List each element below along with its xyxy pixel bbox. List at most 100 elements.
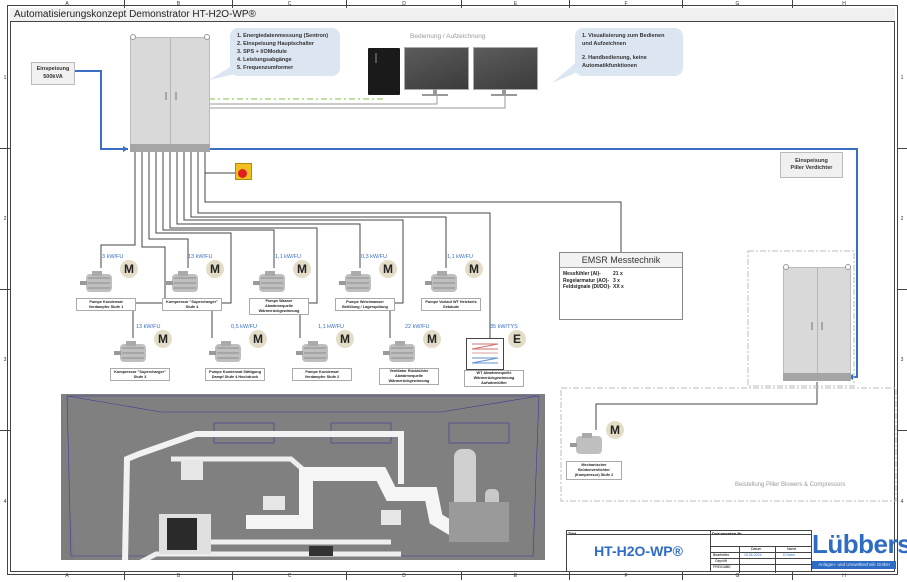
row-4: 4 xyxy=(900,498,904,505)
motor-symbol: M xyxy=(336,330,354,348)
monitor-2-icon xyxy=(473,47,538,90)
emsr-row: Regelarmatur (AO)-3 x xyxy=(560,278,682,285)
main-power-feed-line xyxy=(73,70,128,150)
door-handle-icon xyxy=(165,92,167,101)
power-rating: 22 kW/FU xyxy=(405,324,430,330)
consumer-label: Pumpe Kondensat Sättigung Dampf Stufe 4 … xyxy=(205,368,265,381)
cabinet-info-item: 1. Energiedatenmessung (Sentron) xyxy=(237,33,329,39)
emsr-row: Feldsignale (DI/DO)-XX x xyxy=(560,284,682,291)
motor-symbol: M xyxy=(293,260,311,278)
row-2: 2 xyxy=(0,149,10,290)
emsr-key: Messfühler (AI)- xyxy=(563,271,601,277)
motor-icon xyxy=(112,340,150,366)
emsr-title: EMSR Messtechnik xyxy=(560,253,682,268)
motor-icon xyxy=(164,270,202,296)
emsr-box: EMSR Messtechnik Messfühler (AI)- 21 x Re… xyxy=(559,252,683,320)
motor-icon xyxy=(78,270,116,296)
column-ruler-top: A B C D E F G H xyxy=(10,0,895,8)
monitor-cable-2 xyxy=(209,95,506,109)
emsr-value: 3 x xyxy=(613,277,620,284)
power-rating: 3 kW/FU xyxy=(102,254,124,260)
title-block-title: Titel HT-H2O-WP® xyxy=(566,530,711,572)
piller-motor-icon xyxy=(570,433,602,454)
emsr-value: 21 x xyxy=(613,271,623,277)
row-3: 3 xyxy=(897,290,907,431)
motor-symbol: M xyxy=(249,330,267,348)
power-rating: 13 kW/FU xyxy=(136,324,161,330)
col-b: B xyxy=(125,572,233,580)
consumer-label: Pumpe Vorlauf WT Heizkreis Gebäude xyxy=(421,298,481,311)
row-2: 2 xyxy=(897,149,907,290)
emsr-key: Regelarmatur (AO)- xyxy=(563,277,610,284)
operation-info-item: 2. Handbedienung, keine Automatikfunktio… xyxy=(582,54,647,69)
feeder-4 xyxy=(176,152,361,268)
bubble-pointer xyxy=(552,59,580,83)
motor-symbol: M xyxy=(154,330,172,348)
column-ruler-bottom: A B C D E F G H xyxy=(10,572,895,580)
door-handle-icon xyxy=(821,321,823,330)
cabinet-info-item: 2. Einspeisung Hauptschalter xyxy=(237,40,315,47)
row-bearbeiter: Bearbeiter xyxy=(713,553,730,557)
title-label: Titel xyxy=(568,531,577,536)
power-rating: 1,1 kW/FU xyxy=(318,324,344,330)
consumer-label: Pumpe Weichwasser Befüllung / Lagerspülu… xyxy=(335,298,395,311)
cabinet-door-split xyxy=(170,38,171,151)
estop-cable xyxy=(204,152,235,174)
title-block-document: Dokumenten Nr. Datum Name Bearbeiter 15.… xyxy=(710,530,812,573)
consumer-label: Pumpe Kondensat Verdampfer Stufe 2 xyxy=(292,368,352,381)
piller-motor-symbol: M xyxy=(606,421,624,439)
name-value: D.Hahn xyxy=(783,553,795,557)
col-g: G xyxy=(683,0,793,8)
company-logo-subtitle: Anlagen- und Umwelttechnik GmbH xyxy=(812,561,896,569)
heater-symbol: E xyxy=(508,330,526,348)
motor-symbol: M xyxy=(423,330,441,348)
monitor-1-icon xyxy=(404,47,469,90)
col-name: Name xyxy=(787,547,797,551)
approval-row xyxy=(711,558,811,559)
consumer-label: Ventilator Rückkühler Abwärmequelle Wärm… xyxy=(379,368,439,385)
approval-row xyxy=(711,564,811,565)
monitor-foot xyxy=(491,94,517,96)
power-rating: 0,3 kW/FU xyxy=(361,254,387,260)
motor-icon xyxy=(423,270,461,296)
motor-symbol: M xyxy=(120,260,138,278)
consumer-label: Pumpe Kondensat Verdampfer Stufe 1 xyxy=(76,298,136,311)
piller-control-cabinet xyxy=(783,264,851,381)
col-f: F xyxy=(570,0,683,8)
cabinet-eye-icon xyxy=(204,34,210,40)
row-ruler-right: 1 2 3 4 xyxy=(897,8,907,572)
emsr-key: Feldsignale (DI/DO)- xyxy=(563,284,611,290)
col-f: F xyxy=(570,572,683,580)
approval-col xyxy=(775,547,776,573)
approval-col xyxy=(711,547,740,573)
motor-icon xyxy=(381,340,419,366)
col-h: H xyxy=(842,573,846,579)
col-d: D xyxy=(347,572,462,580)
cabinet-base xyxy=(783,373,851,381)
feeder-1 xyxy=(100,152,136,268)
row-1: 1 xyxy=(0,8,10,149)
operation-heading: Bedienung / Aufzeichnung xyxy=(410,33,486,40)
emergency-stop-icon xyxy=(235,163,252,180)
cabinet-door-split xyxy=(817,268,818,380)
bubble-pointer xyxy=(209,64,235,80)
cabinet-eye-icon xyxy=(130,34,136,40)
drawing-title: HT-H2O-WP® xyxy=(594,543,683,559)
cabinet-info-item: 5. Frequenzumformer xyxy=(237,64,294,71)
drawing-frame xyxy=(7,5,898,575)
main-control-cabinet xyxy=(130,34,210,152)
row-ruler-left: 1 2 3 4 xyxy=(0,8,10,572)
power-rating: 35 kW/TYS xyxy=(490,324,518,330)
emsr-cable xyxy=(204,173,622,252)
monitor-stand xyxy=(502,89,506,95)
consumer-label: WT Abwärmequelle Wärmerückgewinnung Aufw… xyxy=(464,370,524,387)
cabinet-eye-icon xyxy=(783,264,789,270)
pc-slot xyxy=(375,53,377,63)
piller-motor-cable xyxy=(595,382,818,430)
pc-tower-icon xyxy=(368,48,400,95)
col-e: E xyxy=(462,572,570,580)
motor-symbol: M xyxy=(465,260,483,278)
motor-icon xyxy=(337,270,375,296)
feeder-2 xyxy=(148,152,189,268)
motor-symbol: M xyxy=(379,260,397,278)
